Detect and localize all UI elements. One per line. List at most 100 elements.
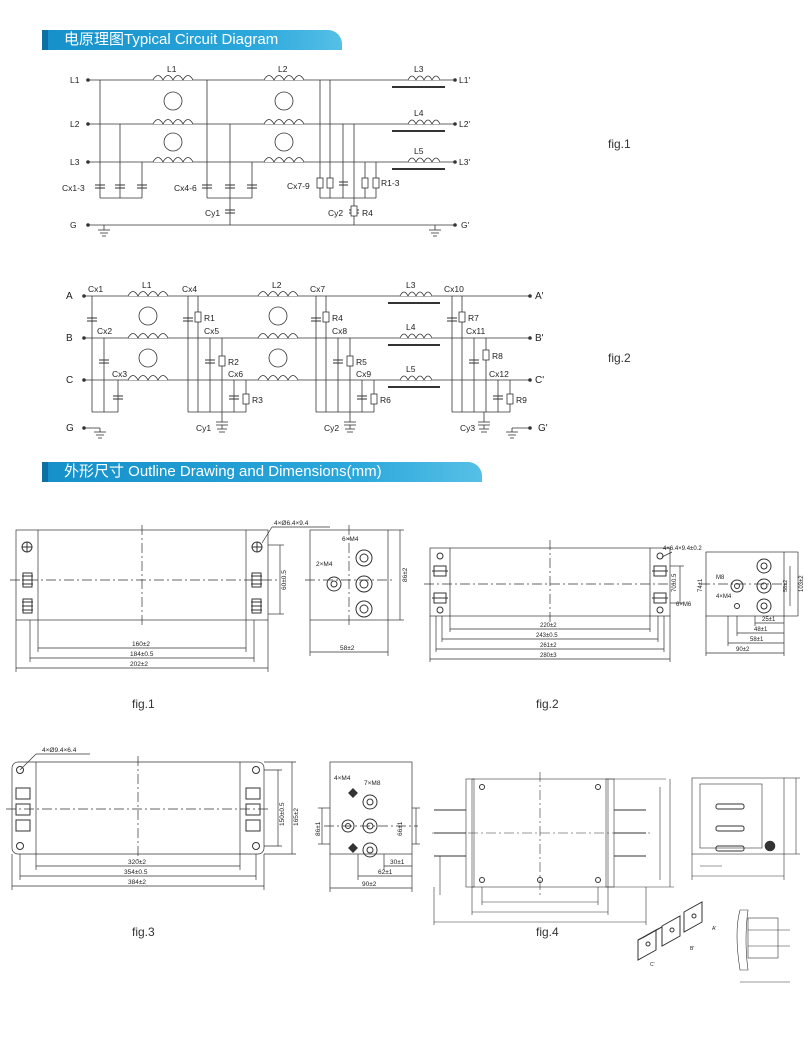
o3-dim-165: 165±2 [293, 808, 300, 826]
o2-dim-90: 90±2 [736, 647, 750, 653]
c2-in-a: A [66, 291, 73, 302]
c1-cy2-label: Cy2 [328, 208, 343, 218]
c2-out-a: A' [535, 291, 544, 302]
c1-r1-3-label: R1-3 [381, 178, 400, 188]
c1-ground-in: G [70, 220, 77, 230]
c2-ground-left-icon [94, 428, 106, 439]
o1-dim-86: 86±2 [402, 567, 409, 582]
c2-cx7-label: Cx7 [310, 284, 325, 294]
outline-fig1-label: fig.1 [132, 697, 155, 711]
c2-cx2-label: Cx2 [97, 326, 112, 336]
c1-out-l3: L3' [459, 157, 470, 167]
c2-cx11-label: Cx11 [466, 326, 485, 336]
c2-choke-l2: L2 [257, 280, 299, 381]
c2-cy2-label: Cy2 [324, 423, 339, 433]
c2-r4-label: R4 [332, 313, 343, 323]
o2-holes: 4×6.4×9.4±0.2 [663, 546, 702, 552]
o2-dim-261: 261±2 [540, 643, 557, 649]
o1-dim-202: 202±2 [130, 661, 148, 668]
c1-out-l2: L2' [459, 119, 470, 129]
c1-in-l1: L1 [70, 75, 80, 85]
c2-l4-label: L4 [406, 322, 416, 332]
o1-holes: 4×Ø6.4×9.4 [274, 520, 309, 527]
c2-cx3-label: Cx3 [112, 369, 127, 379]
o2-m4: 4×M4 [716, 594, 732, 600]
outline-fig1: 160±2 184±0.5 202±2 4×Ø6.4×9.4 60±0.5 6×… [10, 520, 409, 672]
circuit-diagram-banner: 电原理图Typical Circuit Diagram [42, 30, 342, 50]
c1-in-l3: L3 [70, 157, 80, 167]
o4-a-label: A' [712, 926, 716, 932]
c1-cx7-9-label: Cx7-9 [287, 181, 310, 191]
o3-dim-90: 90±2 [362, 881, 377, 888]
o2-dim-280: 280±3 [540, 653, 557, 659]
c2-cx9-label: Cx9 [356, 369, 371, 379]
c1-choke-l2: L2 [263, 64, 305, 163]
o2-m6: 6×M6 [676, 602, 692, 608]
o3-dim-384: 384±2 [128, 879, 146, 886]
o2-dim-74: 74±1 [698, 578, 704, 592]
c2-ground-out: G' [538, 423, 548, 434]
c1-ground-out: G' [461, 220, 470, 230]
c2-out-c: C' [535, 375, 544, 386]
c2-cx6-label: Cx6 [228, 369, 243, 379]
c2-r1-label: R1 [204, 313, 215, 323]
circuit-1: L1 L2 L3 G L1' L2' L3' G' L1 L2 [62, 64, 470, 237]
c2-r5-label: R5 [356, 357, 367, 367]
c2-cx4-label: Cx4 [182, 284, 197, 294]
o2-dim-25: 25±1 [762, 617, 776, 623]
outline-fig3-label: fig.3 [132, 925, 155, 939]
o1-terminals-right [251, 541, 263, 614]
outline-fig3: 4×Ø9.4×6.4 320±2 354±0.5 384±2 150±0.5 1… [6, 747, 420, 892]
c2-cy2-ground-icon [344, 421, 356, 433]
c1-out-inductors: L3 L4 L5 [392, 64, 445, 170]
c2-out-b: B' [535, 333, 544, 344]
c1-out-l1: L1' [459, 75, 470, 85]
c2-cx1-label: Cx1 [88, 284, 103, 294]
outline-fig2-label: fig.2 [536, 697, 559, 711]
outline-fig4-label: fig.4 [536, 925, 559, 939]
o2-dim-58: 58±1 [750, 637, 764, 643]
c2-cy1-ground-icon [216, 421, 228, 433]
circuit-2: A B C G A' B' C' G' L1 L2 L3 [66, 280, 548, 439]
o3-dim-66: 66±1 [397, 821, 404, 836]
c1-ground-right-icon [429, 225, 441, 237]
o3-dim-30: 30±1 [390, 859, 405, 866]
o1-dim-60: 60±0.5 [281, 570, 288, 590]
o3-dim-150: 150±0.5 [279, 802, 286, 826]
c1-r4-label: R4 [362, 208, 373, 218]
c2-l5-label: L5 [406, 364, 416, 374]
c2-r3-label: R3 [252, 395, 263, 405]
o1-dim-184: 184±0.5 [130, 651, 154, 658]
o4-busbars [637, 901, 703, 961]
circuit-fig2-label: fig.2 [608, 351, 631, 365]
o3-dim-86: 86±1 [315, 821, 322, 836]
o1-m4b: 2×M4 [316, 561, 333, 568]
c1-choke-l1-label: L1 [167, 64, 177, 74]
o4-b-label: B' [690, 946, 694, 952]
c1-l3-label: L3 [414, 64, 424, 74]
c1-l4-label: L4 [414, 108, 424, 118]
o1-dim-58: 58±2 [340, 645, 355, 652]
c2-cx8-label: Cx8 [332, 326, 347, 336]
circuit-fig1-label: fig.1 [608, 137, 631, 151]
c1-l5-label: L5 [414, 146, 424, 156]
c2-cx12-label: Cx12 [489, 369, 509, 379]
c2-r9-label: R9 [516, 395, 527, 405]
c2-in-b: B [66, 333, 73, 344]
o3-holes: 4×Ø9.4×6.4 [42, 747, 77, 754]
o3-m8: 7×M8 [364, 780, 381, 787]
c1-in-l2: L2 [70, 119, 80, 129]
c2-r7-label: R7 [468, 313, 479, 323]
c2-cy3-label: Cy3 [460, 423, 475, 433]
c1-cy1-label: Cy1 [205, 208, 220, 218]
o2-m8: M8 [716, 575, 725, 581]
c2-cy3-ground-icon [478, 421, 490, 433]
c1-choke-l1: L1 [152, 64, 194, 163]
o2-dim-48: 48±1 [754, 627, 768, 633]
o1-terminals-left [21, 541, 33, 614]
outline-banner: 外形尺寸 Outline Drawing and Dimensions(mm) [42, 462, 482, 482]
o2-dim-220: 220±2 [540, 623, 557, 629]
c2-out-inductors: L3 L4 L5 [388, 280, 440, 388]
o3-dim-354: 354±0.5 [124, 869, 148, 876]
c2-cy1-label: Cy1 [196, 423, 211, 433]
